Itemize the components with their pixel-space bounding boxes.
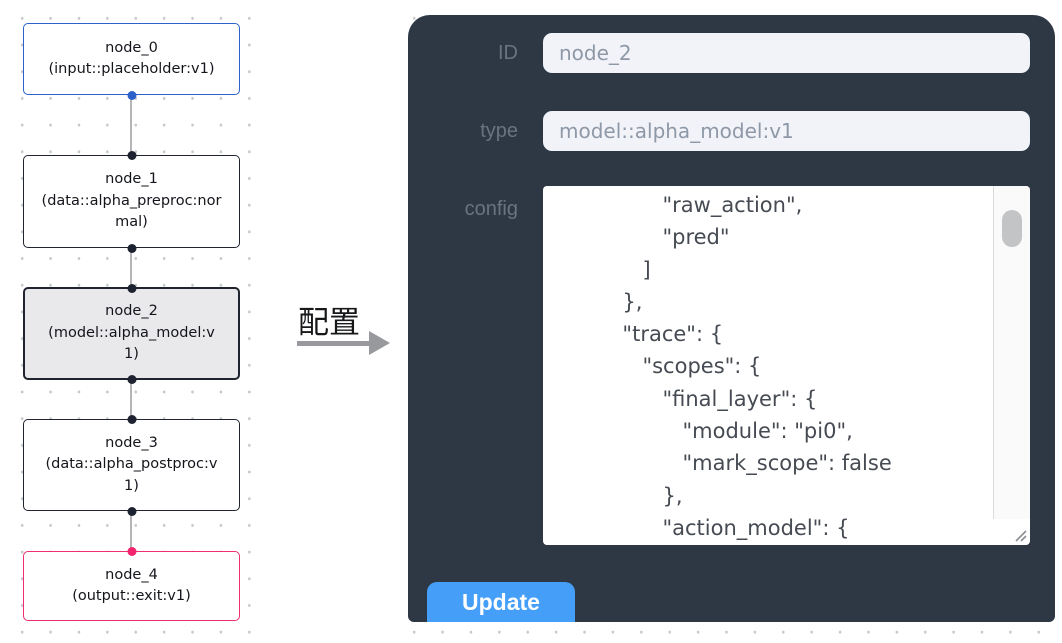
resize-handle-icon[interactable] bbox=[1012, 527, 1028, 543]
scrollbar-thumb[interactable] bbox=[1002, 210, 1022, 247]
config-textarea[interactable]: "raw_action", "pred" ] }, "trace": { "sc… bbox=[543, 186, 1030, 545]
config-label: config bbox=[464, 198, 518, 220]
scrollbar-divider bbox=[993, 186, 994, 519]
edge bbox=[130, 248, 132, 287]
node-title: node_2 bbox=[105, 303, 158, 320]
node-subtitle: (output::exit:v1) bbox=[72, 588, 191, 604]
node-subtitle: (input::placeholder:v1) bbox=[48, 61, 215, 77]
input-port[interactable] bbox=[127, 283, 136, 293]
type-input[interactable] bbox=[543, 111, 1030, 151]
node-title: node_4 bbox=[105, 566, 158, 583]
output-port[interactable] bbox=[127, 243, 136, 253]
input-port[interactable] bbox=[127, 150, 136, 160]
config-json-text[interactable]: "raw_action", "pred" ] }, "trace": { "sc… bbox=[622, 193, 892, 540]
edge bbox=[130, 511, 132, 551]
node-subtitle: (model::alpha_model:v1) bbox=[48, 324, 215, 363]
id-input[interactable] bbox=[543, 33, 1030, 73]
configure-annotation: 配置 bbox=[298, 305, 360, 341]
node-title: node_3 bbox=[105, 434, 158, 451]
edge bbox=[130, 380, 132, 419]
type-row: type bbox=[426, 111, 1030, 151]
node-node_1[interactable]: node_1 (data::alpha_preproc:normal) bbox=[23, 150, 240, 253]
node-config-panel: ID type config "raw_action", "pred" ] },… bbox=[408, 15, 1055, 622]
node-subtitle: (data::alpha_preproc:normal) bbox=[41, 192, 222, 231]
arrow-right-icon bbox=[369, 331, 390, 355]
output-port[interactable] bbox=[127, 374, 136, 384]
input-port[interactable] bbox=[127, 414, 136, 424]
config-row: config "raw_action", "pred" ] }, "trace"… bbox=[426, 186, 1030, 545]
node-node_3[interactable]: node_3 (data::alpha_postproc:v1) bbox=[23, 414, 240, 516]
update-button[interactable]: Update bbox=[427, 582, 575, 622]
arrow-right-icon bbox=[297, 341, 371, 346]
input-port[interactable] bbox=[127, 546, 136, 556]
node-subtitle: (data::alpha_postproc:v1) bbox=[45, 456, 218, 494]
type-label: type bbox=[480, 119, 518, 142]
id-label: ID bbox=[498, 41, 518, 64]
edge bbox=[130, 95, 132, 155]
node-node_0[interactable]: node_0 (input::placeholder:v1) bbox=[23, 23, 240, 100]
node-title: node_0 bbox=[105, 39, 158, 56]
output-port[interactable] bbox=[127, 506, 136, 516]
output-port[interactable] bbox=[127, 90, 136, 100]
id-row: ID bbox=[426, 33, 1030, 73]
node-node_4[interactable]: node_4 (output::exit:v1) bbox=[23, 546, 240, 621]
node-title: node_1 bbox=[105, 171, 158, 188]
node-node_2[interactable]: node_2 (model::alpha_model:v1) bbox=[23, 283, 240, 384]
